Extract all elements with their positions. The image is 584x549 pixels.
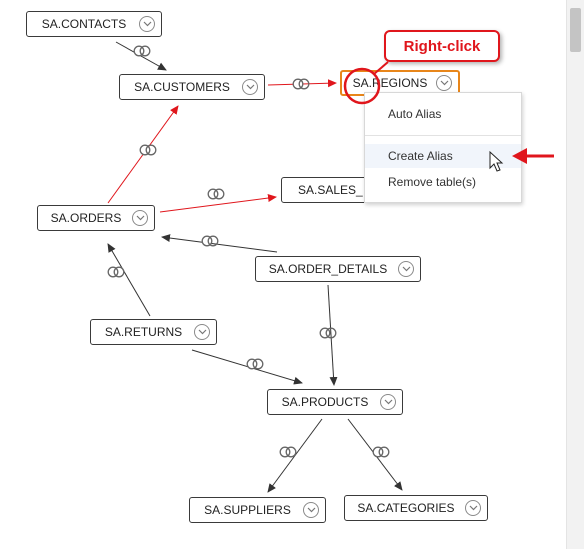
table-name: SA.CUSTOMERS: [134, 80, 230, 94]
chevron-down-icon[interactable]: [303, 502, 319, 518]
menu-item-auto-alias[interactable]: Auto Alias: [388, 107, 442, 121]
table-name: SA.REGIONS: [352, 76, 428, 90]
context-menu: Auto Alias Create Alias Remove table(s): [364, 92, 522, 203]
table-name: SA.PRODUCTS: [281, 395, 369, 409]
chevron-down-icon[interactable]: [194, 324, 210, 340]
table-node-contacts[interactable]: SA.CONTACTS: [26, 11, 162, 37]
table-name: SA.CONTACTS: [41, 17, 127, 31]
join-line: [159, 194, 277, 213]
table-node-sales[interactable]: SA.SALES_: [281, 177, 379, 203]
table-node-customers[interactable]: SA.CUSTOMERS: [119, 74, 265, 100]
join-line: [327, 284, 338, 386]
table-name: SA.CATEGORIES: [357, 501, 455, 515]
highlight-circle-icon: [343, 67, 381, 105]
table-node-orders[interactable]: SA.ORDERS: [37, 205, 155, 231]
vertical-scrollbar[interactable]: [566, 0, 584, 549]
table-name: SA.SUPPLIERS: [204, 503, 291, 517]
chevron-down-icon[interactable]: [380, 394, 396, 410]
chevron-down-icon[interactable]: [242, 79, 258, 95]
red-arrow-icon: [512, 148, 554, 164]
table-name: SA.ORDERS: [50, 211, 122, 225]
scrollbar-thumb[interactable]: [570, 8, 581, 52]
chevron-down-icon[interactable]: [132, 210, 148, 226]
table-node-suppliers[interactable]: SA.SUPPLIERS: [189, 497, 326, 523]
chevron-down-icon[interactable]: [436, 75, 452, 91]
mouse-pointer-icon: [489, 150, 504, 172]
table-name: SA.SALES_: [298, 183, 363, 197]
chevron-down-icon[interactable]: [139, 16, 155, 32]
table-name: SA.RETURNS: [104, 325, 183, 339]
chevron-down-icon[interactable]: [398, 261, 414, 277]
menu-separator: [365, 135, 521, 136]
table-node-products[interactable]: SA.PRODUCTS: [267, 389, 403, 415]
menu-item-remove-tables[interactable]: Remove table(s): [388, 175, 477, 189]
join-line: [161, 234, 278, 253]
table-node-categories[interactable]: SA.CATEGORIES: [344, 495, 488, 521]
right-click-callout: Right-click: [384, 30, 500, 62]
table-node-returns[interactable]: SA.RETURNS: [90, 319, 217, 345]
table-name: SA.ORDER_DETAILS: [268, 262, 388, 276]
chevron-down-icon[interactable]: [465, 500, 481, 516]
table-node-order-details[interactable]: SA.ORDER_DETAILS: [255, 256, 421, 282]
join-line: [191, 349, 303, 385]
callout-pointer-line: [373, 61, 389, 75]
join-line: [107, 243, 151, 317]
